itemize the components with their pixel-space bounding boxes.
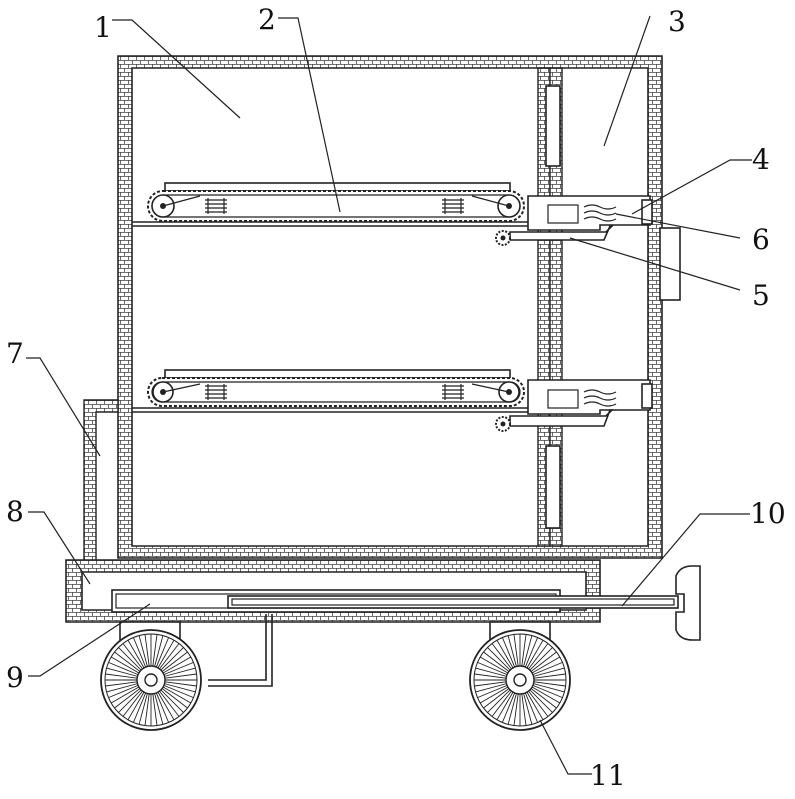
label-2: 2 [258,6,276,34]
label-8: 8 [6,498,24,526]
pipe [208,614,272,686]
label-3: 3 [668,8,686,36]
cabinet-frame [118,56,662,558]
label-1: 1 [94,14,112,42]
lower-slot [546,446,560,528]
label-4: 4 [752,146,770,174]
label-11: 11 [590,762,626,790]
label-7: 7 [6,340,24,368]
label-6: 6 [752,226,770,254]
right-wheel [470,630,570,730]
label-5: 5 [752,282,770,310]
handle-grip [676,566,700,640]
left-wheel [101,630,201,730]
side-duct [84,400,118,564]
lower-conveyor [132,370,538,412]
label-10: 10 [750,500,786,528]
side-box [660,228,680,300]
handle-rod [228,596,678,608]
upper-slot [546,86,560,166]
label-9: 9 [6,664,24,692]
